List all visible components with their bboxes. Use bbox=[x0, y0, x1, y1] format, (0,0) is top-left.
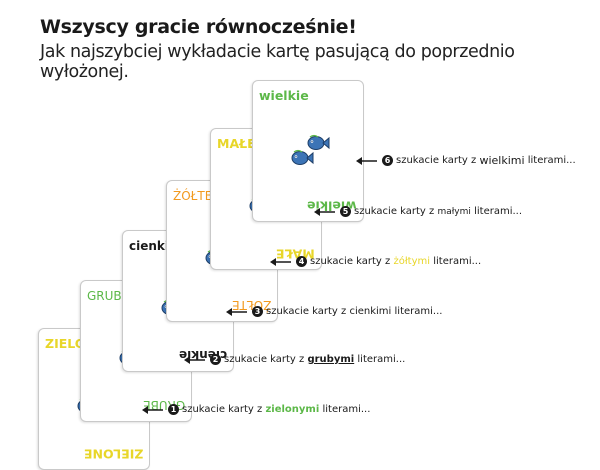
step-number: 4 bbox=[296, 256, 307, 267]
arrow-left-icon bbox=[184, 355, 205, 364]
step-suffix: literami... bbox=[527, 155, 576, 166]
step-keyword: małymi bbox=[437, 206, 471, 217]
step-4: 4 szukacie karty z żółtymi literami... bbox=[270, 256, 481, 267]
page-title: Wszyscy gracie równocześnie! bbox=[40, 16, 357, 38]
arrow-left-icon bbox=[356, 156, 377, 165]
card-word-top: cienkie bbox=[129, 239, 178, 253]
step-suffix: literami... bbox=[394, 306, 443, 317]
card-word-top: MAŁE bbox=[217, 136, 256, 151]
card-wielkie: wielkie wielkie bbox=[252, 80, 364, 222]
arrow-left-icon bbox=[314, 207, 335, 216]
step-5: 5 szukacie karty z małymi literami... bbox=[314, 206, 522, 217]
step-keyword: żółtymi bbox=[393, 256, 431, 267]
step-1: 1 szukacie karty z zielonymi literami... bbox=[142, 404, 370, 415]
step-number: 1 bbox=[168, 404, 179, 415]
step-keyword: grubymi bbox=[307, 354, 355, 365]
step-prefix: szukacie karty z bbox=[266, 306, 347, 317]
step-6: 6 szukacie karty z wielkimi literami... bbox=[356, 154, 576, 167]
step-keyword: cienkimi bbox=[349, 306, 392, 317]
arrow-left-icon bbox=[226, 307, 247, 316]
card-word-top: wielkie bbox=[259, 88, 309, 103]
step-suffix: literami... bbox=[433, 256, 482, 267]
card-word-top: GRUBE bbox=[87, 289, 130, 303]
step-number: 5 bbox=[340, 206, 351, 217]
step-prefix: szukacie karty z bbox=[182, 404, 263, 415]
step-suffix: literami... bbox=[357, 354, 406, 365]
step-keyword: zielonymi bbox=[265, 404, 320, 415]
step-number: 3 bbox=[252, 306, 263, 317]
arrow-left-icon bbox=[142, 405, 163, 414]
card-word-top: ŻÓŁTE bbox=[173, 189, 213, 203]
step-prefix: szukacie karty z bbox=[396, 155, 477, 166]
arrow-left-icon bbox=[270, 257, 291, 266]
step-prefix: szukacie karty z bbox=[224, 354, 305, 365]
page-subtitle: Jak najszybciej wykładacie kartę pasując… bbox=[40, 42, 515, 82]
step-suffix: literami... bbox=[474, 206, 523, 217]
step-prefix: szukacie karty z bbox=[354, 206, 435, 217]
step-prefix: szukacie karty z bbox=[310, 256, 391, 267]
step-number: 2 bbox=[210, 354, 221, 365]
step-2: 2 szukacie karty z grubymi literami... bbox=[184, 354, 405, 365]
fish-pair-icon bbox=[289, 133, 331, 167]
step-3: 3 szukacie karty z cienkimi literami... bbox=[226, 306, 442, 317]
step-suffix: literami... bbox=[322, 404, 371, 415]
card-word-bottom: ZIELONE bbox=[83, 446, 143, 461]
step-keyword: wielkimi bbox=[479, 154, 525, 167]
step-number: 6 bbox=[382, 155, 393, 166]
